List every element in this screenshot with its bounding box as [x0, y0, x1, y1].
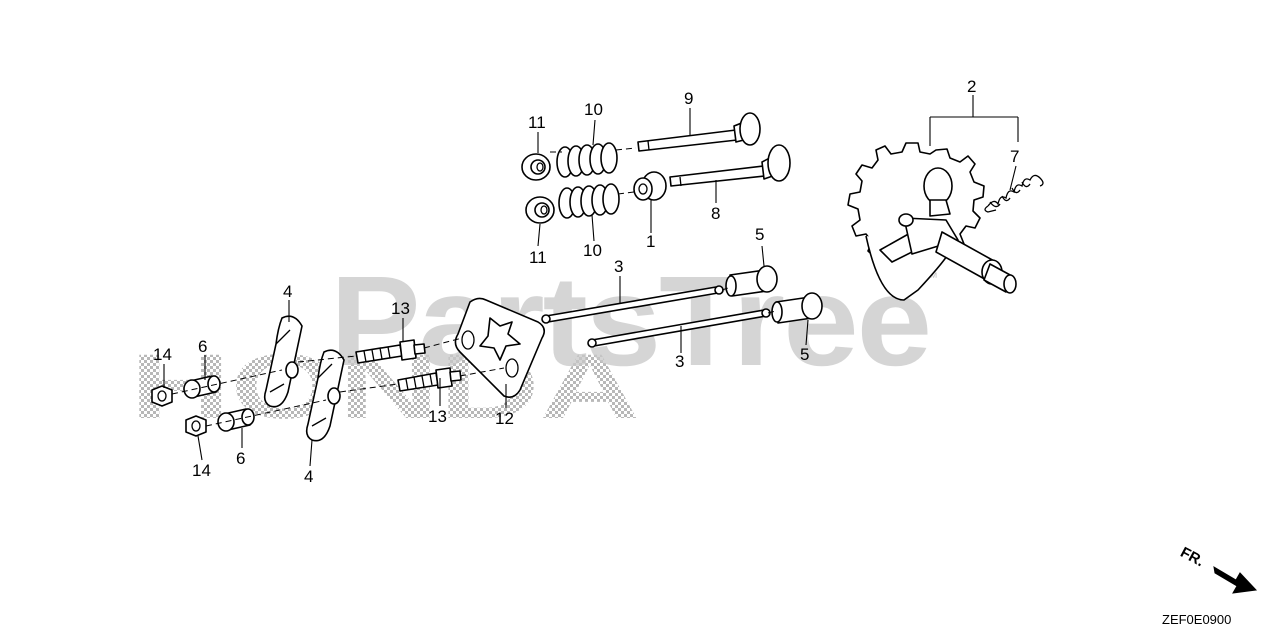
part-2-camshaft[interactable]	[847, 142, 1017, 301]
part-8-valve[interactable]	[669, 144, 791, 187]
part-5-lower-tappet[interactable]	[771, 292, 823, 324]
callout-12: 12	[495, 409, 514, 428]
part-7-spring[interactable]	[984, 174, 1044, 213]
callout-14-upper: 14	[153, 345, 172, 364]
part-6-upper-adjuster[interactable]	[183, 375, 221, 399]
leader-lines	[163, 95, 1019, 467]
callout-10-lower: 10	[583, 241, 602, 260]
assembly-lines	[171, 147, 777, 427]
callout-2: 2	[967, 77, 976, 96]
part-11-lower-retainer[interactable]	[525, 196, 555, 224]
callout-4-upper: 4	[283, 282, 292, 301]
callout-5-upper: 5	[755, 225, 764, 244]
callout-14-lower: 14	[192, 461, 211, 480]
callout-6-upper: 6	[198, 337, 207, 356]
part-4-upper-rocker-arm[interactable]	[263, 315, 303, 408]
front-direction-indicator: FR.	[1178, 544, 1258, 594]
callout-8: 8	[711, 204, 720, 223]
callout-3-upper: 3	[614, 257, 623, 276]
part-9-valve[interactable]	[637, 112, 761, 152]
callout-4-lower: 4	[304, 467, 313, 486]
part-13-upper-pivot-bolt[interactable]	[355, 339, 426, 364]
part-10-lower-spring[interactable]	[558, 183, 620, 219]
part-14-lower-nut[interactable]	[185, 415, 207, 437]
diagram-code: ZEF0E0900	[1162, 612, 1231, 627]
part-3-lower-push-rod[interactable]	[587, 308, 771, 348]
callout-13-lower: 13	[428, 407, 447, 426]
callout-6-lower: 6	[236, 449, 245, 468]
callout-3-lower: 3	[675, 352, 684, 371]
part-3-upper-push-rod[interactable]	[541, 285, 724, 324]
callout-11-lower: 11	[529, 248, 547, 267]
callout-7: 7	[1010, 147, 1019, 166]
callout-11-upper: 11	[528, 113, 546, 132]
part-1-stem-seal[interactable]	[633, 171, 667, 201]
watermark-text: PartsTree	[330, 250, 930, 393]
part-14-upper-nut[interactable]	[151, 385, 173, 407]
callout-1: 1	[646, 232, 655, 251]
part-10-upper-spring[interactable]	[556, 142, 618, 178]
front-arrow-icon	[1213, 566, 1258, 594]
part-5-upper-tappet[interactable]	[725, 265, 778, 297]
front-direction-label: FR.	[1178, 544, 1207, 570]
callout-9: 9	[684, 89, 693, 108]
callout-10-upper: 10	[584, 100, 603, 119]
callout-labels: 11 11 10 10 9 8 1 5 5 3 3 4 4 13 13 12 6…	[153, 77, 1019, 486]
callout-13-upper: 13	[391, 299, 410, 318]
part-11-upper-retainer[interactable]	[521, 153, 551, 181]
callout-5-lower: 5	[800, 345, 809, 364]
part-12-guide-plate[interactable]	[454, 297, 546, 398]
